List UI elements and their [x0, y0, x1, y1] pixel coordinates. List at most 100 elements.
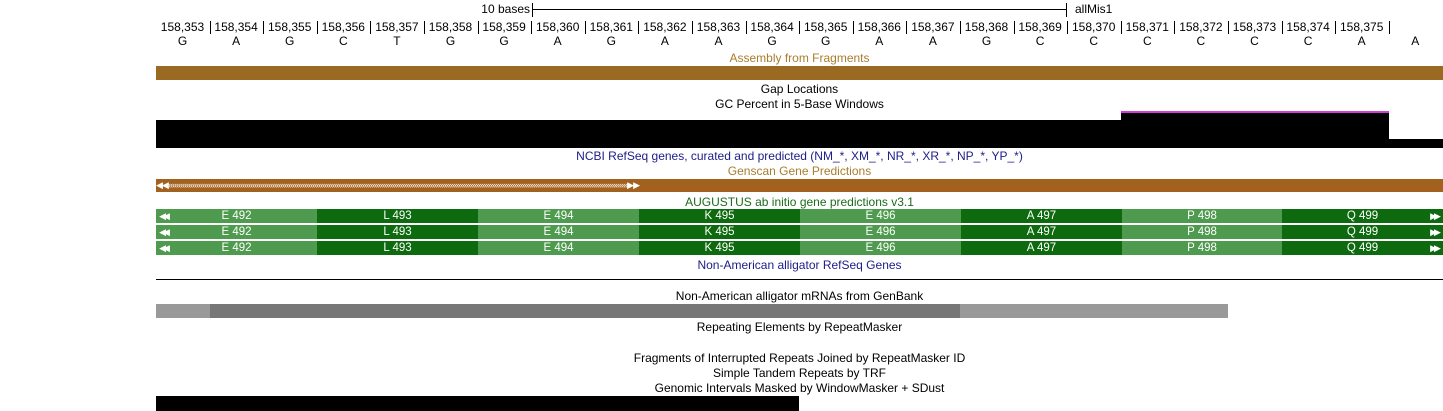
codon-amino-acid[interactable]: P 498 — [1122, 241, 1282, 255]
base-letter: A — [714, 34, 723, 48]
codon-amino-acid[interactable]: E 496 — [800, 241, 961, 255]
coordinate-tick — [799, 21, 800, 34]
codon-amino-acid[interactable]: L 493 — [317, 241, 478, 255]
mrna-alignment-right[interactable] — [960, 304, 1228, 318]
codon-amino-acid[interactable]: E 494 — [478, 225, 639, 239]
base-letter: C — [1250, 34, 1259, 48]
coordinate-tick — [853, 21, 854, 34]
codon-amino-acid[interactable]: K 495 — [639, 241, 800, 255]
mrna-alignment-left[interactable] — [156, 304, 210, 318]
scale-label: 10 bases — [481, 2, 530, 16]
gc-percent-bar-high[interactable] — [1121, 113, 1389, 148]
assembly-fragment-bar[interactable] — [156, 66, 1443, 80]
coordinate-tick — [692, 21, 693, 34]
windowmasker-interval-bar[interactable] — [156, 396, 799, 411]
windowmasker-track-label[interactable]: Genomic Intervals Masked by WindowMasker… — [654, 381, 945, 395]
coordinate-tick — [531, 21, 532, 34]
coordinate-tick — [317, 21, 318, 34]
coordinate-label: 158,359 — [482, 20, 526, 34]
assembly-track-label[interactable]: Assembly from Fragments — [729, 51, 870, 65]
codon-amino-acid[interactable]: E 492 — [156, 209, 317, 223]
genscan-track-label[interactable]: Genscan Gene Predictions — [727, 164, 872, 178]
genscan-gene-bar[interactable]: ◀◀››››››››››››››››››››››››››››››››››››››… — [156, 179, 1443, 192]
coordinate-tick — [638, 21, 639, 34]
coordinate-tick — [1067, 21, 1068, 34]
coordinate-tick — [1121, 21, 1122, 34]
codon-amino-acid[interactable]: Q 499 — [1282, 241, 1443, 255]
gc-percent-bar-tail[interactable] — [1389, 139, 1443, 148]
coordinate-label: 158,372 — [1179, 20, 1223, 34]
codon-amino-acid[interactable]: A 497 — [961, 225, 1122, 239]
base-letter: C — [1142, 34, 1152, 48]
coordinate-label: 158,365 — [803, 20, 848, 34]
mrna-alignment-middle[interactable] — [210, 304, 960, 318]
gc-percent-track-label[interactable]: GC Percent in 5-Base Windows — [715, 97, 884, 111]
xeno-mrna-track-label[interactable]: Non-American alligator mRNAs from GenBan… — [675, 289, 924, 303]
coordinate-label: 158,363 — [696, 20, 741, 34]
coordinate-label: 158,358 — [428, 20, 473, 34]
coordinate-label: 158,369 — [1018, 20, 1062, 34]
coordinate-tick — [424, 21, 425, 34]
base-letter: G — [445, 34, 456, 48]
base-letter: G — [981, 34, 992, 48]
base-letter: T — [393, 34, 401, 48]
right-extend-arrow-icon[interactable]: ▶▶ — [1430, 243, 1441, 253]
coordinate-label: 158,366 — [857, 20, 901, 34]
ncbi-refseq-track-label[interactable]: NCBI RefSeq genes, curated and predicted… — [576, 149, 1023, 163]
codon-amino-acid[interactable]: E 492 — [156, 225, 317, 239]
coordinate-label: 158,371 — [1125, 20, 1169, 34]
xeno-refseq-track-label[interactable]: Non-American alligator RefSeq Genes — [697, 258, 902, 272]
coordinate-tick — [1174, 21, 1175, 34]
codon-amino-acid[interactable]: L 493 — [317, 209, 478, 223]
coordinate-label: 158,373 — [1232, 20, 1277, 34]
gap-track-label[interactable]: Gap Locations — [760, 82, 839, 96]
coordinate-tick — [585, 21, 586, 34]
codon-amino-acid[interactable]: P 498 — [1122, 209, 1282, 223]
codon-amino-acid[interactable]: Q 499 — [1282, 225, 1443, 239]
coordinate-label: 158,367 — [911, 20, 955, 34]
track-divider — [156, 279, 1443, 280]
base-letter: A — [553, 34, 562, 48]
coordinate-tick — [370, 21, 371, 34]
assembly-name-label: allMis1 — [1075, 2, 1113, 16]
coordinate-tick — [960, 21, 961, 34]
gc-percent-bar[interactable] — [156, 120, 1121, 148]
nested-repeats-track-label[interactable]: Fragments of Interrupted Repeats Joined … — [633, 351, 966, 365]
right-extend-arrow-icon[interactable]: ▶▶ — [1430, 227, 1441, 237]
coordinate-label: 158,353 — [160, 20, 205, 34]
codon-amino-acid[interactable]: A 497 — [961, 209, 1122, 223]
coordinate-label: 158,375 — [1339, 20, 1384, 34]
coordinate-label: 158,362 — [643, 20, 687, 34]
coordinate-label: 158,370 — [1071, 20, 1116, 34]
base-letter: G — [499, 34, 509, 48]
augustus-track-label[interactable]: AUGUSTUS ab initio gene predictions v3.1 — [685, 195, 914, 209]
right-extend-arrow-icon[interactable]: ▶▶ — [1430, 211, 1441, 221]
codon-amino-acid[interactable]: E 496 — [800, 225, 961, 239]
base-letter: C — [1303, 34, 1313, 48]
left-extend-arrow-icon[interactable]: ◀◀ — [159, 243, 170, 253]
base-letter: C — [1196, 34, 1206, 48]
base-letter: G — [606, 34, 616, 48]
coordinate-label: 158,360 — [535, 20, 580, 34]
coordinate-label: 158,368 — [964, 20, 1009, 34]
codon-amino-acid[interactable]: E 494 — [478, 241, 639, 255]
codon-amino-acid[interactable]: E 494 — [478, 209, 639, 223]
base-letter: A — [660, 34, 669, 48]
left-extend-arrow-icon[interactable]: ◀◀ — [159, 211, 170, 221]
codon-amino-acid[interactable]: P 498 — [1122, 225, 1282, 239]
simple-repeats-track-label[interactable]: Simple Tandem Repeats by TRF — [713, 366, 886, 380]
codon-amino-acid[interactable]: K 495 — [639, 225, 800, 239]
base-letter: G — [767, 34, 777, 48]
codon-amino-acid[interactable]: E 492 — [156, 241, 317, 255]
coordinate-tick — [1389, 21, 1390, 34]
base-letter: C — [1089, 34, 1099, 48]
repeatmasker-track-label[interactable]: Repeating Elements by RepeatMasker — [696, 320, 903, 334]
codon-amino-acid[interactable]: L 493 — [317, 225, 478, 239]
left-extend-arrow-icon[interactable]: ◀◀ — [159, 227, 170, 237]
coordinate-tick — [1335, 21, 1336, 34]
codon-amino-acid[interactable]: Q 499 — [1282, 209, 1443, 223]
codon-amino-acid[interactable]: A 497 — [961, 241, 1122, 255]
codon-amino-acid[interactable]: E 496 — [800, 209, 961, 223]
base-letter: A — [1357, 34, 1366, 48]
codon-amino-acid[interactable]: K 495 — [639, 209, 800, 223]
